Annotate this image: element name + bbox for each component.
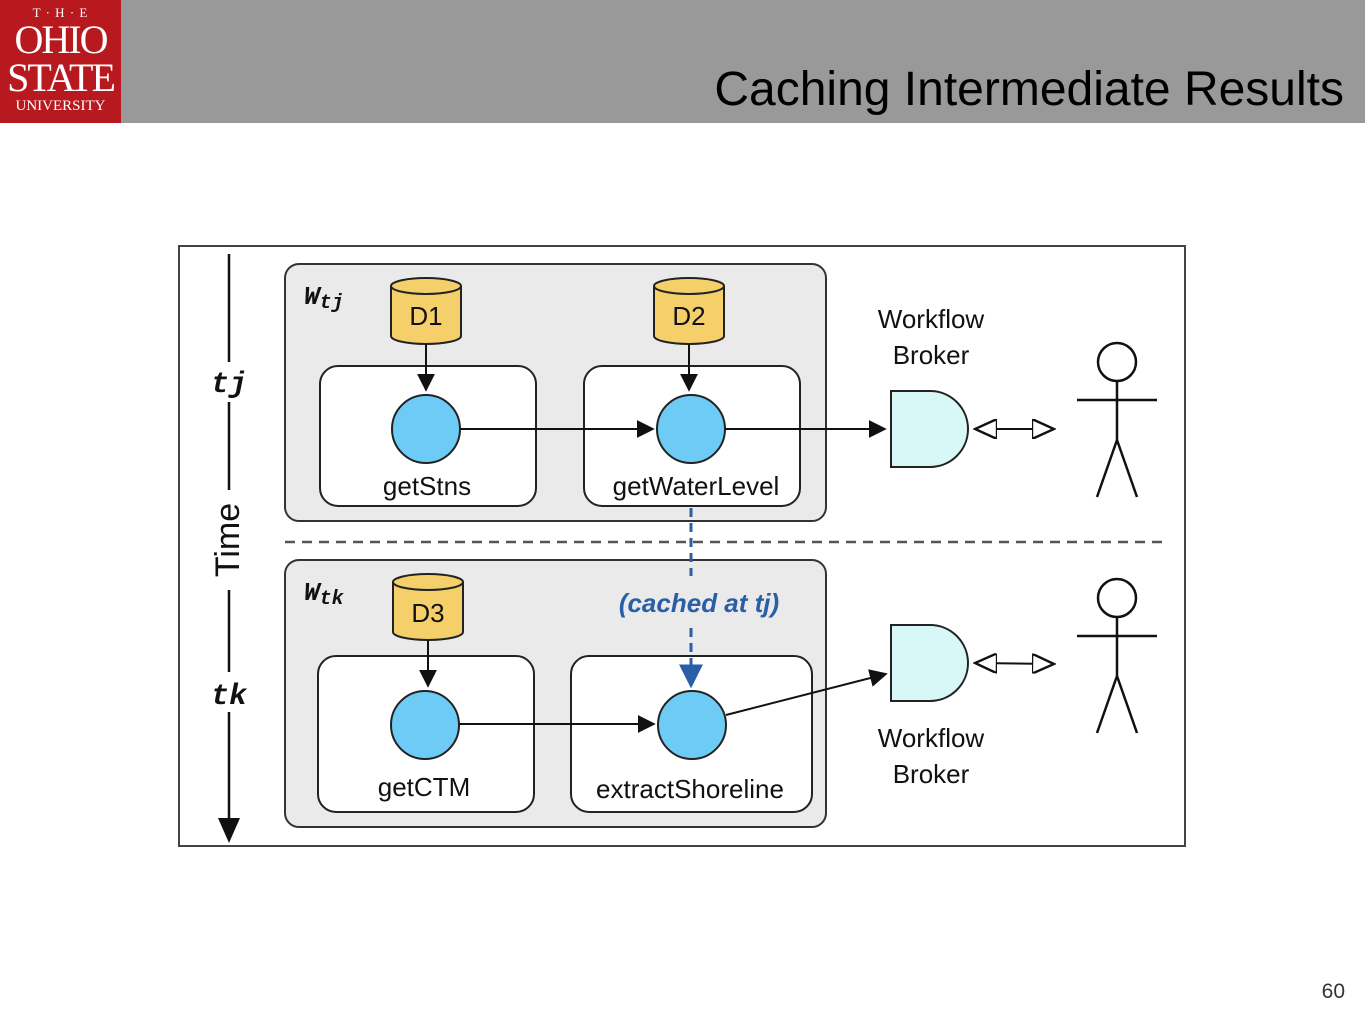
service-node-getstns <box>391 394 461 464</box>
page-number: 60 <box>1321 980 1345 1003</box>
logo-line-ohio: OHIO <box>14 17 109 62</box>
service-label-getstns: getStns <box>383 471 471 501</box>
logo-line-the: T · H · E <box>32 5 89 20</box>
dataset-d1-icon <box>390 277 462 345</box>
time-label-tj: tj <box>211 368 247 402</box>
broker-bottom-icon <box>890 624 969 702</box>
arrow-extractshoreline-to-broker <box>725 669 888 716</box>
dataset-d2-label: D2 <box>672 301 705 331</box>
broker-user-link-bottom <box>975 663 1054 664</box>
workflow-tj-label: Wtj <box>304 282 344 315</box>
cache-note: (cached at tj) <box>619 588 779 618</box>
service-label-extractshoreline: extractShoreline <box>596 774 784 804</box>
broker-top-label-line1: Workflow <box>878 304 985 334</box>
service-label-getwaterlevel: getWaterLevel <box>613 471 780 501</box>
broker-top-icon <box>890 390 969 468</box>
ohio-state-logo: T · H · E OHIO STATE UNIVERSITY <box>0 0 121 123</box>
service-label-getctm: getCTM <box>378 772 470 802</box>
slide-header <box>0 0 1365 123</box>
user-bottom-icon <box>1077 577 1157 734</box>
time-axis-label: Time <box>209 503 247 577</box>
logo-line-university: UNIVERSITY <box>15 98 106 114</box>
slide-title: Caching Intermediate Results <box>714 63 1344 116</box>
service-node-extractshoreline <box>657 690 727 760</box>
broker-top-label-line2: Broker <box>893 340 970 370</box>
service-node-getwaterlevel <box>656 394 726 464</box>
service-node-getctm <box>390 690 460 760</box>
time-arrow-head <box>218 818 240 843</box>
workflow-tk-label: Wtk <box>304 578 345 611</box>
user-top-icon <box>1077 341 1157 498</box>
broker-bottom-label-line2: Broker <box>893 759 970 789</box>
dataset-d2-icon <box>653 277 725 345</box>
time-label-tk: tk <box>211 680 248 714</box>
broker-bottom-label-line1: Workflow <box>878 723 985 753</box>
dataset-d3-label: D3 <box>411 598 444 628</box>
dataset-d3-icon <box>392 573 464 641</box>
logo-line-state: STATE <box>7 55 116 100</box>
dataset-d1-label: D1 <box>409 301 442 331</box>
